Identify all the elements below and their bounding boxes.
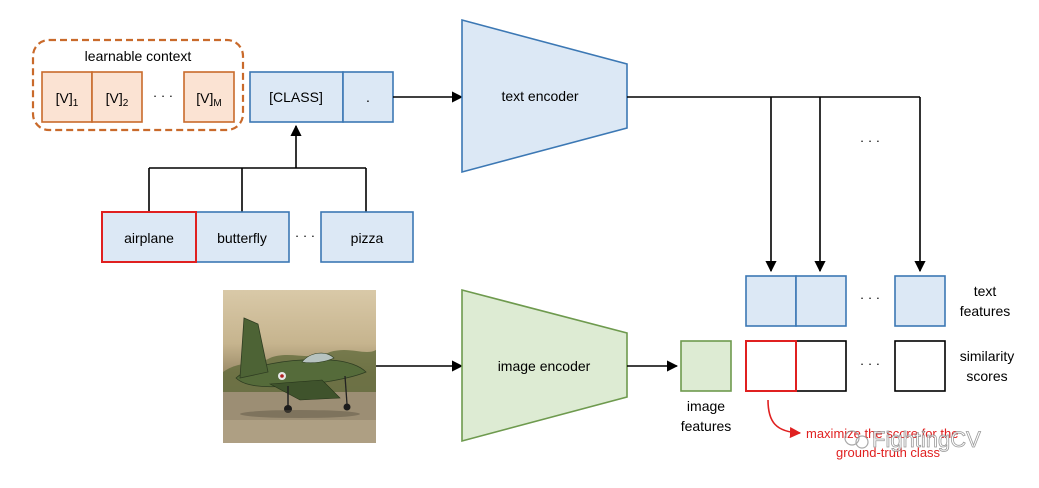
annotation-line-2: ground-truth class [836, 445, 941, 460]
context-token-1: [V]1 [56, 90, 79, 109]
maximize-annotation: maximize the score for the ground-truth … [767, 399, 958, 460]
similarity-scores-row: · · · similarity scores [745, 340, 1014, 392]
class-box-butterfly [195, 211, 290, 263]
text-feature-box-1 [745, 275, 797, 327]
photo-airplane-wing [268, 379, 341, 401]
text-encoder: text encoder [461, 18, 628, 174]
similarity-box-n [894, 340, 946, 392]
image-encoder-shape [461, 288, 628, 443]
context-token-box-2 [91, 71, 143, 123]
context-token-box-m [183, 71, 235, 123]
class-box-pizza [320, 211, 414, 263]
photo-airplane-fuselage [235, 359, 367, 388]
text-feature-connectors: · · · [627, 96, 926, 273]
watermark: FightingCV [844, 427, 982, 452]
context-ellipsis: · · · [153, 88, 173, 103]
text-features-label-1: text [974, 283, 997, 299]
class-ellipsis: · · · [295, 228, 315, 243]
text-features-row: · · · text features [745, 275, 1011, 327]
class-label-pizza: pizza [351, 230, 384, 246]
context-token-2: [V]2 [106, 90, 129, 109]
photo-airplane-tail [239, 317, 269, 379]
class-label-butterfly: butterfly [217, 230, 267, 246]
similarity-ellipsis: · · · [860, 356, 880, 371]
class-box-airplane [101, 211, 197, 263]
image-features: image features [680, 340, 732, 434]
context-token-box-1 [41, 71, 93, 123]
text-features-ellipsis: · · · [860, 290, 880, 305]
annotation-arrow [767, 399, 802, 439]
input-image-airplane [223, 290, 376, 443]
image-encoder-label: image encoder [498, 358, 591, 374]
wechat-icon [844, 430, 860, 446]
image-feature-box [680, 340, 732, 392]
similarity-label-2: scores [966, 368, 1007, 384]
class-names-group: airplane butterfly · · · pizza [101, 124, 414, 263]
watermark-text: FightingCV [872, 427, 981, 452]
photo-runway-near [223, 420, 376, 443]
text-feature-box-2 [795, 275, 847, 327]
image-encoder: image encoder [461, 288, 628, 443]
period-token-label: . [366, 89, 370, 105]
class-label-airplane: airplane [124, 230, 174, 246]
similarity-box-2 [795, 340, 847, 392]
text-features-label-2: features [960, 303, 1011, 319]
text-encoder-shape [461, 18, 628, 174]
photo-airplane-canopy [301, 352, 335, 364]
text-feature-arrows-ellipsis: · · · [860, 133, 880, 148]
period-token-box [342, 71, 394, 123]
annotation-line-1: maximize the score for the [806, 426, 958, 441]
similarity-box-1 [745, 340, 797, 392]
photo-airplane-wheel-main [284, 405, 292, 413]
text-encoder-label: text encoder [501, 88, 578, 104]
context-token-m: [V]M [196, 90, 221, 109]
prompt-tokens: [CLASS] . [249, 71, 394, 123]
similarity-label-1: similarity [960, 348, 1014, 364]
learnable-context-border [31, 38, 245, 132]
class-token-label: [CLASS] [269, 89, 323, 105]
text-feature-box-n [894, 275, 946, 327]
learnable-context-title: learnable context [85, 48, 192, 64]
photo-airplane-wheel-nose [343, 403, 351, 411]
class-token-box [249, 71, 344, 123]
image-features-label-1: image [687, 398, 725, 414]
learnable-context-group: learnable context [V]1 [V]2 · · · [V]M [31, 38, 245, 132]
image-features-label-2: features [681, 418, 732, 434]
